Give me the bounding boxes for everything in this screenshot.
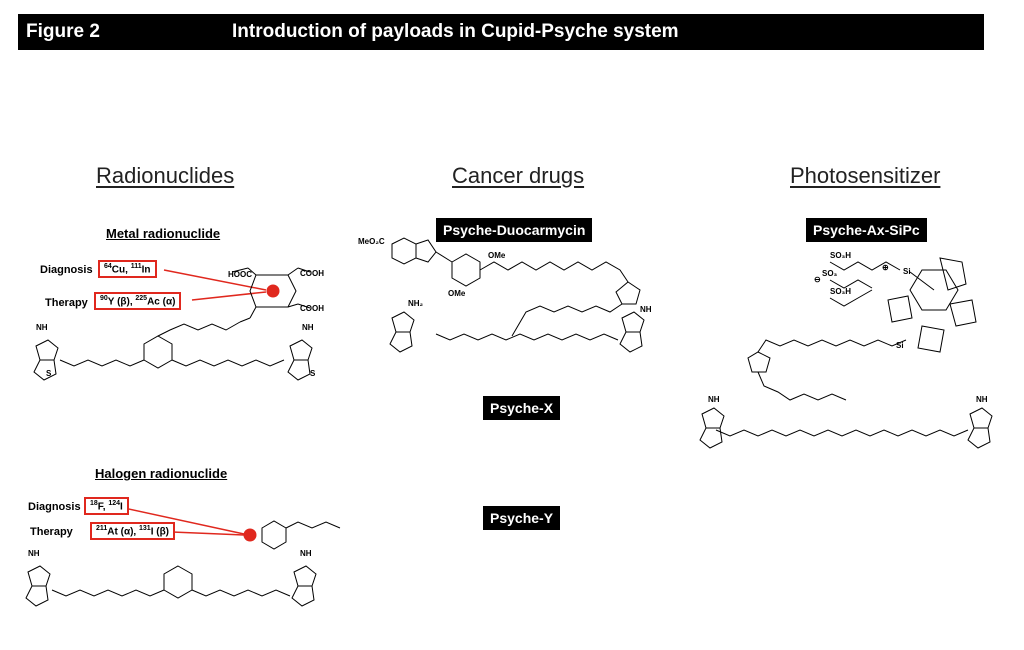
metal-radionuclide-title: Metal radionuclide (106, 226, 221, 241)
sulfur-label-1: S (46, 369, 52, 378)
halogen-diagnosis-box: 18F, 124I (84, 497, 129, 516)
halogen-center-dot (243, 528, 257, 542)
si-label-1: Si (903, 267, 911, 276)
cancer-drugs-heading: Cancer drugs (452, 163, 585, 188)
hooc-label-1: HOOC (228, 270, 252, 279)
figure-label: Figure 2 (26, 21, 100, 42)
sulfur-label-2: S (310, 369, 316, 378)
meo2c-label: MeO₂C (358, 237, 385, 246)
metal-therapy-box: 90Y (β), 225Ac (α) (94, 292, 182, 311)
so3h-label-1: SO₃H (830, 251, 851, 260)
metal-diagnosis-label: Diagnosis (40, 264, 93, 276)
metal-arrows (163, 269, 267, 301)
nh2-label: NH₂ (408, 299, 424, 308)
duocarmycin-structure (389, 237, 645, 353)
imine-label-7: NH (976, 395, 988, 404)
psyche-ax-sipc-tag: Psyche-Ax-SiPc (806, 218, 927, 242)
cooh-label-2: COOH (300, 304, 324, 313)
halogen-therapy-label: Therapy (30, 526, 73, 538)
imine-label-1: NH (36, 323, 48, 332)
ome-label-2: OMe (448, 289, 466, 298)
halogen-radionuclide-title: Halogen radionuclide (95, 466, 228, 481)
si-label-2: Si (896, 341, 904, 350)
metal-linker-chain (33, 321, 313, 381)
metal-therapy-label: Therapy (45, 297, 88, 309)
halogen-arrows (123, 507, 245, 536)
metal-diagnosis-box: 64Cu, 111In (98, 260, 157, 279)
so3-label: SO₃ (822, 269, 838, 278)
psyche-y-tag: Psyche-Y (483, 506, 561, 530)
halogen-therapy-box: 211At (α), 131I (β) (90, 522, 176, 541)
imine-label-2: NH (302, 323, 314, 332)
ome-label-1: OMe (488, 251, 506, 260)
radionuclides-heading: Radionuclides (96, 163, 235, 188)
atom-labels: HOOC COOH COOH NH S NH S NH NH MeO₂C OMe… (28, 237, 988, 558)
imine-label-3: NH (28, 549, 40, 558)
sipc-structure (699, 257, 993, 449)
psyche-x-tag: Psyche-X (483, 396, 561, 420)
imine-label-4: NH (300, 549, 312, 558)
imine-label-6: NH (708, 395, 720, 404)
psyche-duocarmycin-tag: Psyche-Duocarmycin (436, 218, 593, 242)
dota-cage (231, 267, 311, 323)
imine-label-5: NH (640, 305, 652, 314)
so3h-label-2: SO₃H (830, 287, 851, 296)
minus-charge: ⊖ (814, 275, 821, 284)
plus-charge: ⊕ (882, 263, 889, 272)
metal-center-dot (266, 284, 280, 298)
halogen-diagnosis-label: Diagnosis (28, 501, 81, 513)
photosensitizer-heading: Photosensitizer (790, 163, 941, 188)
cooh-label-1: COOH (300, 269, 324, 278)
halogen-structure (25, 520, 341, 607)
figure-title: Introduction of payloads in Cupid-Psyche… (232, 21, 679, 42)
figure-header: Figure 2 Introduction of payloads in Cup… (18, 14, 984, 50)
